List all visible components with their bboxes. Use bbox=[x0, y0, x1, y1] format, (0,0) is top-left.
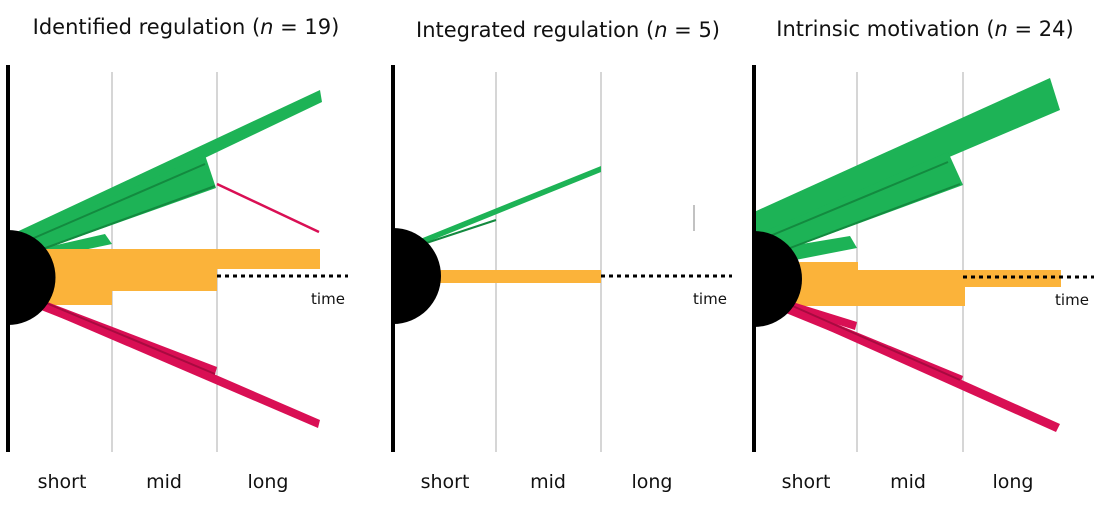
panel-integrated-regulation: Integrated regulation (n = 5) time short… bbox=[391, 18, 732, 493]
orange-bar-mid bbox=[8, 269, 217, 291]
panel-title: Integrated regulation (n = 5) bbox=[416, 18, 720, 42]
panel-title: Intrinsic motivation (n = 24) bbox=[776, 17, 1073, 41]
green-strand-mid bbox=[393, 166, 601, 256]
phase-label-short: short bbox=[38, 471, 87, 493]
origin-half-circle bbox=[393, 228, 441, 324]
time-label: time bbox=[693, 290, 727, 308]
red-connector bbox=[216, 182, 320, 234]
phase-label-mid: mid bbox=[530, 471, 566, 493]
phase-label-long: long bbox=[247, 471, 288, 493]
orange-bar-long bbox=[8, 249, 320, 269]
orange-bar-mid bbox=[393, 270, 601, 283]
phase-label-mid: mid bbox=[146, 471, 182, 493]
green-strand-edge bbox=[789, 183, 961, 249]
orange-bar-long bbox=[754, 270, 1061, 287]
red-strand-edge bbox=[19, 291, 216, 375]
green-strand-mid bbox=[754, 152, 963, 262]
green-strand-edge bbox=[19, 163, 206, 245]
time-label: time bbox=[311, 290, 345, 308]
green-strand-edge bbox=[769, 161, 949, 237]
phase-label-long: long bbox=[992, 471, 1033, 493]
green-strand-edge bbox=[39, 185, 216, 251]
origin-half-circle bbox=[754, 231, 802, 327]
phase-label-mid: mid bbox=[890, 471, 926, 493]
orange-bar-short bbox=[754, 262, 858, 270]
green-strand-long bbox=[754, 78, 1060, 240]
time-label: time bbox=[1055, 291, 1089, 309]
origin-half-circle bbox=[8, 230, 56, 325]
panel-title: Identified regulation (n = 19) bbox=[33, 15, 340, 39]
panel-identified-regulation: Identified regulation (n = 19) time shor… bbox=[6, 15, 348, 493]
orange-bar-mid bbox=[754, 287, 965, 306]
phase-label-long: long bbox=[631, 471, 672, 493]
panel-intrinsic-motivation: Intrinsic motivation (n = 24) time short… bbox=[752, 17, 1094, 493]
phase-label-short: short bbox=[782, 471, 831, 493]
red-strand-edge bbox=[769, 295, 961, 381]
phase-label-short: short bbox=[421, 471, 470, 493]
